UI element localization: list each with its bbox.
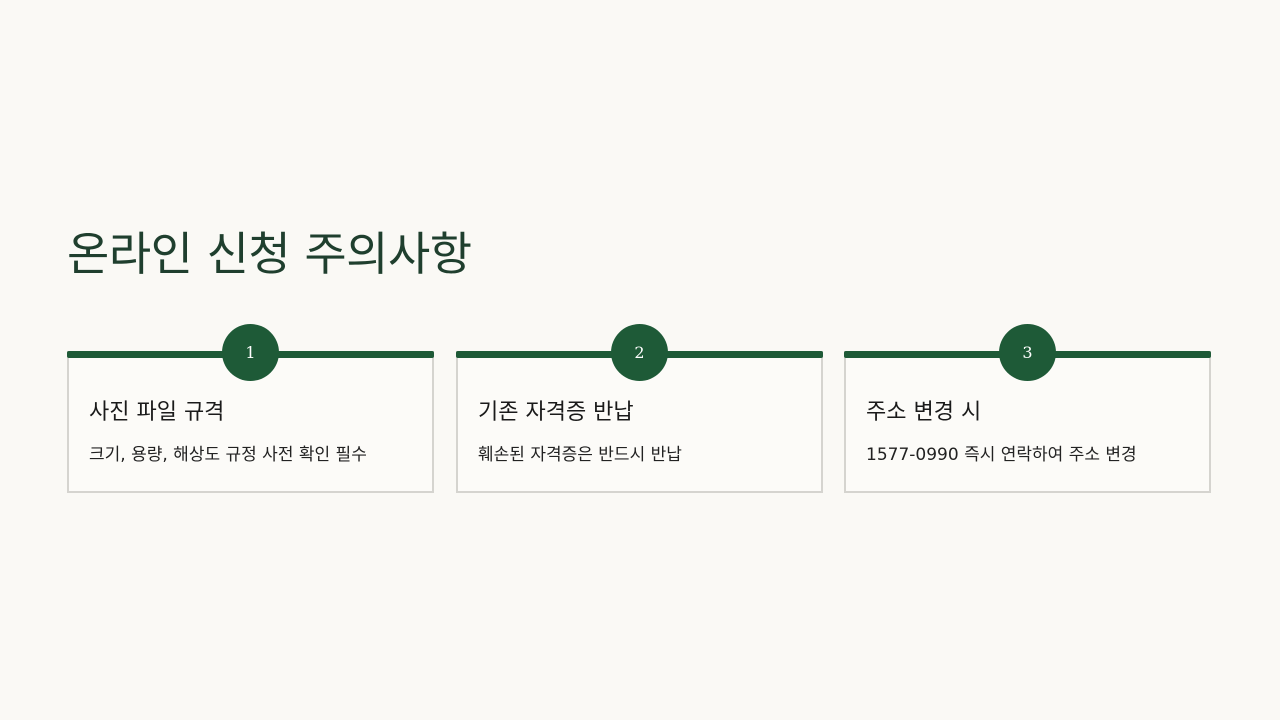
card-heading: 기존 자격증 반납 bbox=[478, 400, 634, 425]
notice-card-license-return: 2 기존 자격증 반납 훼손된 자격증은 반드시 반납 bbox=[456, 324, 823, 493]
notice-card-photo-spec: 1 사진 파일 규격 크기, 용량, 해상도 규정 사전 확인 필수 bbox=[67, 324, 434, 493]
card-heading: 사진 파일 규격 bbox=[89, 400, 225, 425]
card-description: 훼손된 자격증은 반드시 반납 bbox=[478, 445, 682, 465]
step-number-badge: 2 bbox=[611, 324, 668, 381]
page-title: 온라인 신청 주의사항 bbox=[67, 227, 472, 281]
step-number-badge: 3 bbox=[999, 324, 1056, 381]
card-heading: 주소 변경 시 bbox=[866, 400, 982, 425]
card-description: 크기, 용량, 해상도 규정 사전 확인 필수 bbox=[89, 445, 367, 465]
step-number-badge: 1 bbox=[222, 324, 279, 381]
card-description: 1577-0990 즉시 연락하여 주소 변경 bbox=[866, 445, 1137, 465]
notice-card-address-change: 3 주소 변경 시 1577-0990 즉시 연락하여 주소 변경 bbox=[844, 324, 1211, 493]
